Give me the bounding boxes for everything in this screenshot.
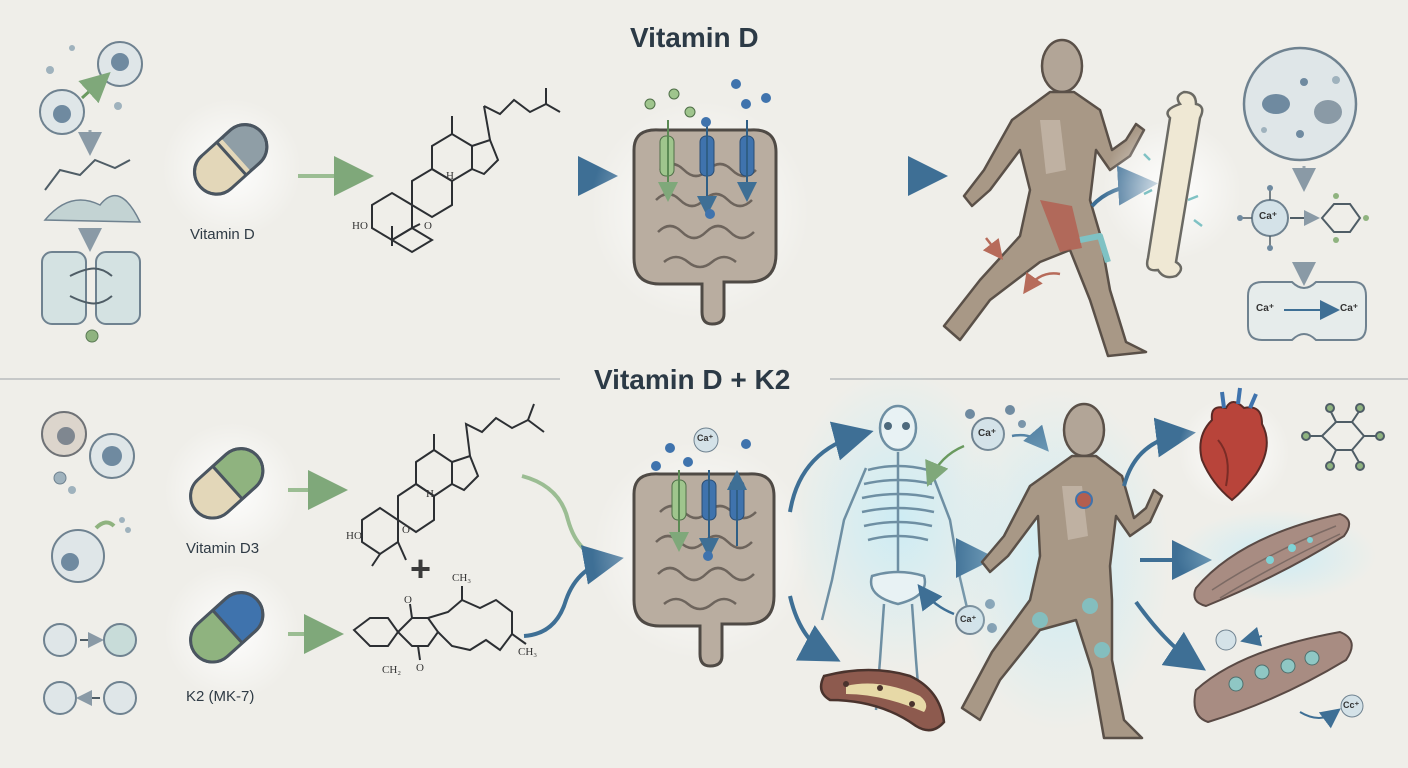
ca-label-channel-right: Ca⁺ — [1340, 303, 1359, 314]
cell-panel-top-left — [39, 41, 143, 343]
intestine-top — [590, 79, 810, 326]
chem-k2-ch2: CH₂ — [382, 664, 402, 676]
plus-sign: + — [410, 548, 432, 589]
chem-ho-top: HO — [352, 220, 368, 232]
arrow-gut-to-skeleton-up — [788, 421, 874, 513]
ca-label-gut-bottom: Ca⁺ — [697, 433, 714, 443]
label-vitamin-d3: Vitamin D3 — [186, 540, 260, 557]
k2-molecule — [352, 586, 527, 661]
bone-icon — [1102, 90, 1242, 279]
chem-k2-ch3-b: CH₃ — [518, 646, 538, 658]
red-arrow-1 — [982, 237, 1004, 260]
molecule-hexagon-icon — [1301, 403, 1385, 471]
ca-label-cluster-bottom: Ca⁺ — [960, 614, 977, 624]
title-vitamin-d: Vitamin D — [630, 22, 759, 53]
label-vitamin-d: Vitamin D — [190, 226, 255, 243]
chem-k2-o2: O — [416, 662, 424, 674]
vitamin-d3-capsule-icon — [164, 422, 300, 558]
vitamin-d-capsule-icon — [162, 98, 302, 238]
chem-ho-bottom: HO — [346, 530, 362, 542]
ca-label-top-cell: Ca⁺ — [1259, 211, 1278, 222]
artery-vessel-icon — [819, 668, 946, 732]
k2-capsule-icon — [164, 564, 300, 700]
vitamin-d-molecule-top — [371, 88, 561, 254]
heart-icon — [1178, 387, 1290, 508]
chem-o-bottom: O — [402, 524, 410, 536]
label-k2-mk7: K2 (MK-7) — [186, 688, 255, 705]
chem-h-bottom: H — [426, 488, 434, 500]
chem-h-top: H — [446, 170, 454, 182]
muscle-cells-icon — [1193, 626, 1364, 729]
runner-figure-bottom — [950, 390, 1170, 740]
arrow-body-to-muscle-cells — [1134, 600, 1206, 671]
chem-o-top: O — [424, 220, 432, 232]
intestine-bottom — [592, 427, 812, 668]
arrow-body-to-heart — [1122, 417, 1196, 487]
red-arrow-2 — [1023, 271, 1061, 295]
chem-k2-ch3-a: CH₃ — [452, 572, 472, 584]
title-vitamin-d-k2: Vitamin D + K2 — [594, 364, 791, 395]
arrow-gut-to-vessel — [788, 595, 841, 662]
ca-label-muscle-cell: Cc⁺ — [1343, 700, 1360, 710]
cell-panel-bottom-left — [41, 411, 137, 715]
vitamin-d3-molecule-bottom — [361, 403, 545, 567]
ca-label-channel-left: Ca⁺ — [1256, 303, 1275, 314]
chem-k2-o1: O — [404, 594, 412, 606]
muscle-fiber-icon — [1176, 510, 1376, 608]
ca-label-cluster-top: Ca⁺ — [978, 428, 997, 439]
cell-panel-top-right — [1237, 46, 1369, 341]
runner-figure-top — [942, 38, 1148, 358]
